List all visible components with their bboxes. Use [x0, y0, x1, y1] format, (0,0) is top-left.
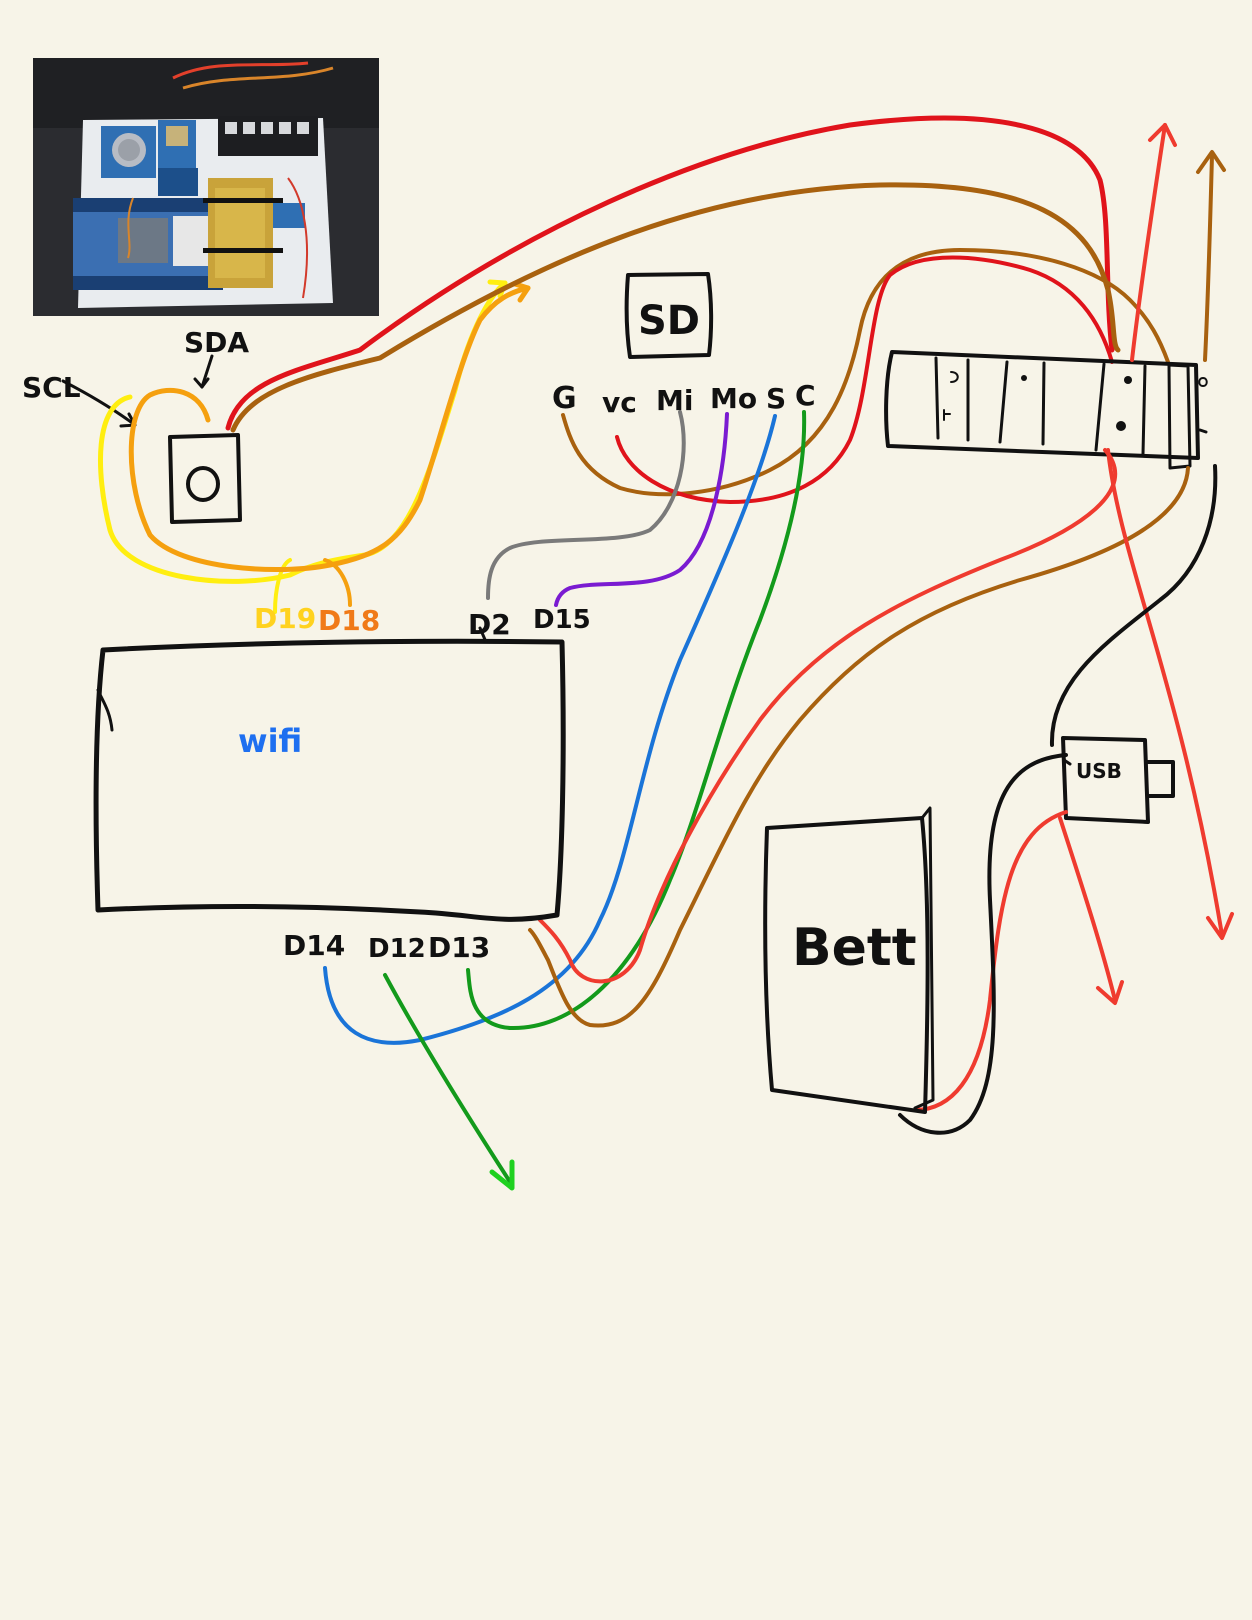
- label-sd-pin-mo: Mo: [710, 382, 757, 415]
- label-bett: Bett: [792, 918, 917, 978]
- sd-g-wire: [561, 248, 1170, 497]
- sd-vc-wire: [615, 255, 1114, 504]
- yellow-wire-scl: [97, 280, 508, 584]
- sd-mo-wire: [554, 412, 729, 607]
- sd-c-wire: [466, 410, 807, 1031]
- orange-wire-sda: [128, 285, 531, 573]
- label-sd-pin-g: G: [552, 381, 577, 416]
- brown-wire-down: [528, 466, 1190, 1028]
- red-wire-usb: [913, 810, 1068, 1112]
- esp32-board: [93, 638, 566, 922]
- terminal-block: [884, 350, 1200, 460]
- sensor-box: [168, 433, 242, 524]
- usb-module: [1061, 736, 1150, 824]
- reference-photo: [33, 58, 379, 316]
- sensor-circle: [186, 466, 220, 502]
- label-d2: D2: [468, 608, 511, 641]
- label-sd-pin-s: S: [766, 382, 786, 415]
- battery-box: [763, 816, 930, 1114]
- label-d18: D18: [318, 604, 380, 637]
- black-wire-usb: [1049, 464, 1218, 747]
- black-wire-battery: [898, 753, 1068, 1135]
- red-wire-vcc: [225, 115, 1115, 431]
- circuit-board-photo: [33, 58, 379, 316]
- label-d13: D13: [428, 931, 490, 964]
- sd-s-wire: [323, 414, 777, 1045]
- label-scl: SCL: [22, 371, 81, 404]
- scl-arrow: [61, 379, 137, 427]
- label-d14: D14: [283, 929, 345, 962]
- brown-out-arrow: [1203, 153, 1214, 362]
- green-wire-d12: [383, 973, 514, 1187]
- red-wire-down: [538, 448, 1118, 984]
- sd-mi-wire: [486, 410, 686, 600]
- sd-box: [624, 272, 714, 359]
- red-out-arrow: [1130, 123, 1167, 362]
- label-sda: SDA: [184, 326, 249, 359]
- label-d19: D19: [254, 602, 316, 635]
- red-right-arrow: [1106, 448, 1224, 937]
- label-sd: SD: [638, 298, 700, 344]
- label-d15: D15: [533, 605, 591, 635]
- label-sd-pin-c: C: [795, 379, 816, 412]
- sda-arrow: [200, 354, 214, 389]
- label-sd-pin-mi: Mi: [656, 384, 693, 417]
- label-sd-pin-vc: vc: [602, 386, 637, 419]
- label-usb: USB: [1076, 759, 1122, 783]
- label-wifi: wifi: [238, 722, 302, 760]
- label-d12: D12: [368, 934, 426, 964]
- red-usb-arrow: [1058, 816, 1117, 1002]
